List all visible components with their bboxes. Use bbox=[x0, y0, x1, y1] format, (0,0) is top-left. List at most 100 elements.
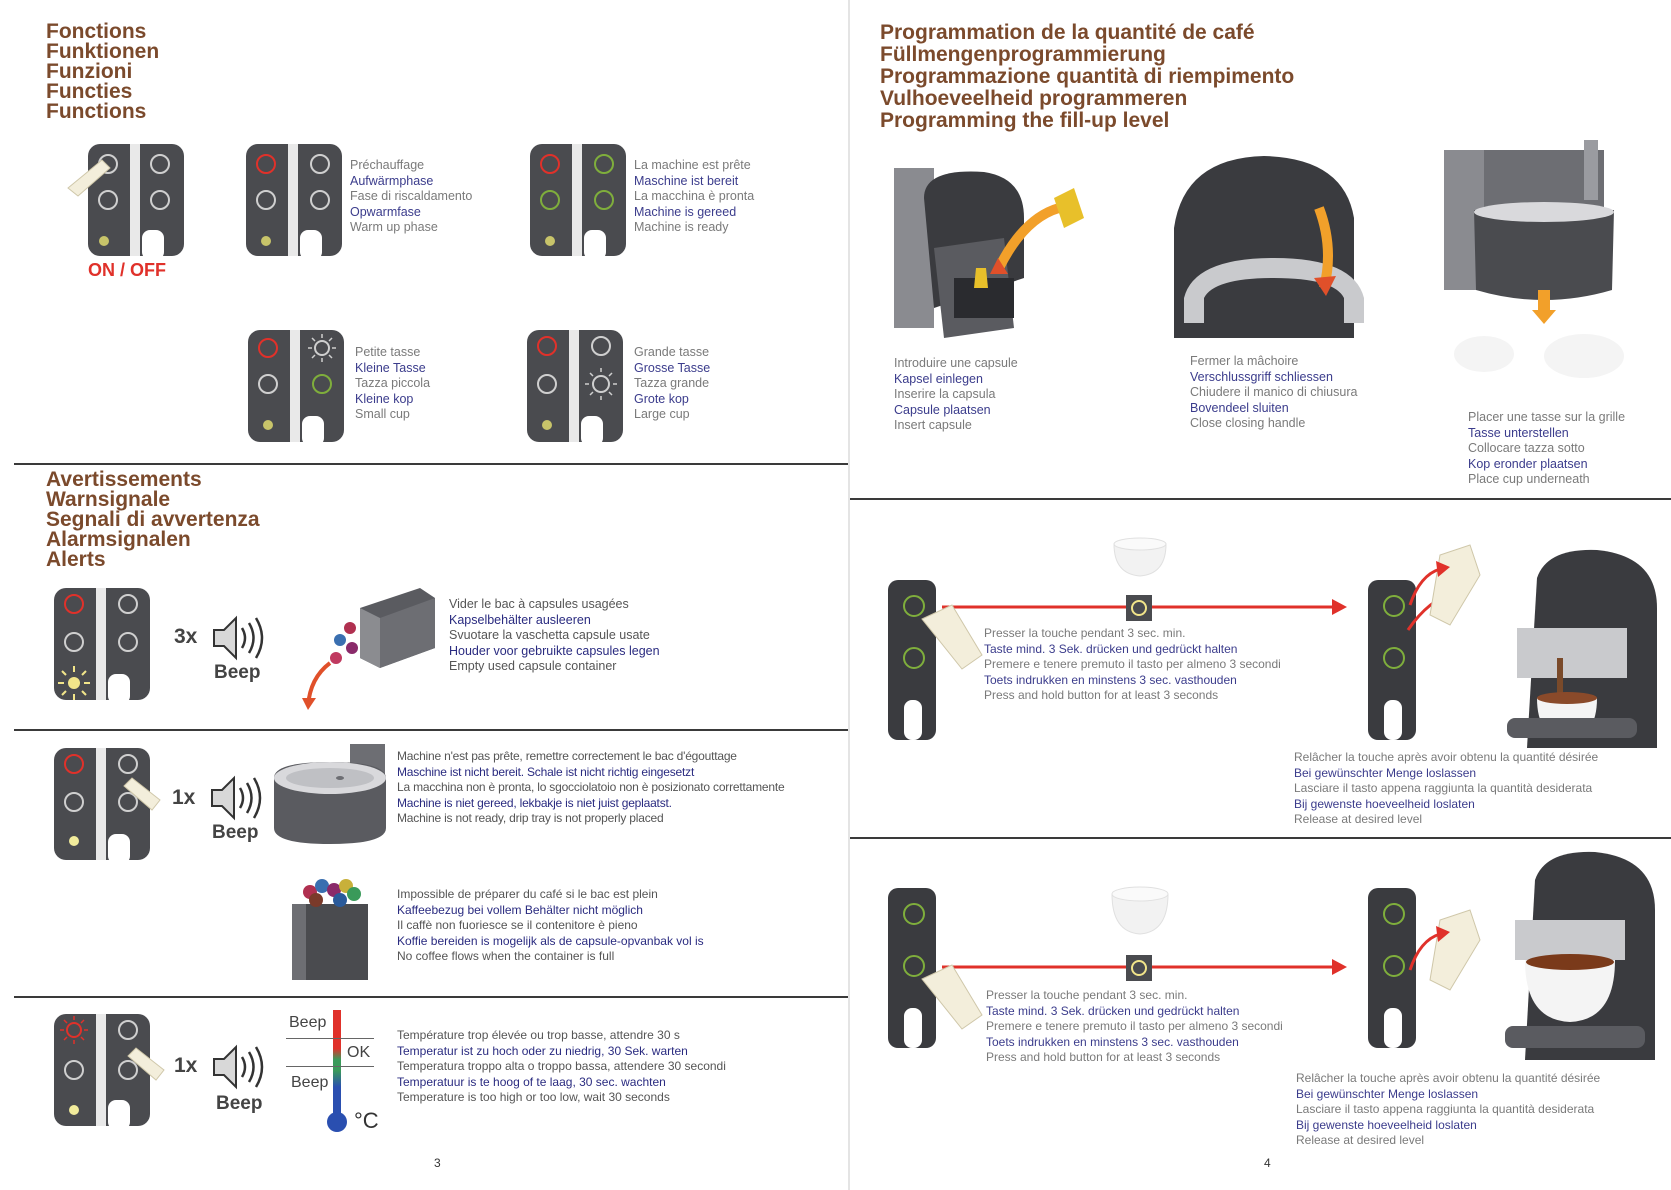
close-handle-en: Close closing handle bbox=[1190, 416, 1306, 430]
alerts-title-de: Warnsignale bbox=[46, 488, 171, 511]
insert-capsule-fr: Introduire une capsule bbox=[894, 356, 1018, 370]
place-cup-nl: Kop eronder plaatsen bbox=[1468, 456, 1588, 471]
thermo-line-top bbox=[286, 1038, 374, 1039]
functions-title-it: Funzioni bbox=[46, 60, 133, 83]
press-hold-2-nl: Toets indrukken en minstens 3 sec. vasth… bbox=[986, 1034, 1239, 1049]
functions-title-nl: Functies bbox=[46, 80, 133, 103]
close-handle-nl: Bovendeel sluiten bbox=[1190, 400, 1289, 415]
close-handle-it: Chiudere il manico di chiusura bbox=[1190, 385, 1358, 399]
large-cup-icon bbox=[1111, 886, 1169, 935]
large-cup-text: Grande tasse Grosse Tasse Tazza grande G… bbox=[634, 345, 710, 423]
alerts-title: Avertissements Warnsignale Segnali di av… bbox=[46, 469, 260, 571]
release-1-de: Bei gewünschter Menge loslassen bbox=[1294, 765, 1477, 780]
large-cup-it: Tazza grande bbox=[634, 376, 710, 390]
ready-fr: La machine est prête bbox=[634, 158, 751, 172]
ready-panel-icon bbox=[530, 144, 626, 260]
small-cup-panel-icon bbox=[248, 330, 344, 446]
press-arrow-line bbox=[921, 955, 1347, 1030]
alert1-en: Empty used capsule container bbox=[449, 659, 617, 673]
alerts-title-en: Alerts bbox=[46, 548, 106, 571]
alert2-it: La macchina non è pronta, lo sgocciolato… bbox=[397, 780, 785, 794]
preheat-it: Fase di riscaldamento bbox=[350, 189, 473, 203]
cup-icon bbox=[1113, 537, 1167, 577]
alert1-count: 3x bbox=[174, 625, 198, 648]
alert2-fr: Machine n'est pas prête, remettre correc… bbox=[397, 749, 737, 763]
ready-de: Maschine ist bereit bbox=[634, 173, 739, 188]
section-divider bbox=[14, 729, 848, 731]
release-1-en: Release at desired level bbox=[1294, 812, 1423, 826]
ready-nl: Machine is gereed bbox=[634, 204, 737, 219]
alert2-count: 1x bbox=[172, 786, 196, 809]
alert3-text: Impossible de préparer du café si le bac… bbox=[397, 887, 704, 965]
insert-capsule-en: Insert capsule bbox=[894, 418, 972, 432]
alert4-beep: Beep bbox=[216, 1093, 263, 1114]
large-cup-en: Large cup bbox=[634, 407, 690, 421]
ready-it: La macchina è pronta bbox=[634, 189, 755, 203]
alert2-de: Maschine ist nicht bereit. Schale ist ni… bbox=[397, 764, 695, 779]
press-hold-2-it: Premere e tenere premuto il tasto per al… bbox=[986, 1019, 1283, 1033]
release-1-text: Relâcher la touche après avoir obtenu la… bbox=[1294, 750, 1598, 828]
release-2-en: Release at desired level bbox=[1296, 1133, 1425, 1147]
release-2-it: Lasciare il tasto appena raggiunta la qu… bbox=[1296, 1102, 1595, 1116]
large-cup-de: Grosse Tasse bbox=[634, 360, 711, 375]
small-cup-en: Small cup bbox=[355, 407, 410, 421]
drip-tray-icon bbox=[274, 744, 386, 844]
alert1-it: Svuotare la vaschetta capsule usate bbox=[449, 628, 650, 642]
capsule-container-icon bbox=[302, 588, 435, 710]
release-2-fr: Relâcher la touche après avoir obtenu la… bbox=[1296, 1071, 1601, 1085]
right-page: Programmation de la quantité de café Fül… bbox=[848, 0, 1671, 1190]
alert2-text: Machine n'est pas prête, remettre correc… bbox=[397, 749, 785, 827]
thermo-beep-bottom: Beep bbox=[291, 1074, 329, 1091]
fill-level-title-en: Programming the fill-up level bbox=[880, 109, 1170, 132]
ready-en: Machine is ready bbox=[634, 220, 729, 234]
alert3-fr: Impossible de préparer du café si le bac… bbox=[397, 887, 658, 901]
button-strip-icon bbox=[888, 888, 936, 1048]
insert-capsule-nl: Capsule plaatsen bbox=[894, 402, 991, 417]
functions-title: Fonctions Funktionen Funzioni Functies F… bbox=[46, 20, 160, 122]
alert2-en: Machine is not ready, drip tray is not p… bbox=[397, 811, 664, 825]
insert-capsule-text: Introduire une capsule Kapsel einlegen I… bbox=[894, 356, 1018, 434]
machine-small-cup-illustration bbox=[1507, 549, 1657, 748]
page-number-right: 4 bbox=[1264, 1156, 1271, 1170]
fill-level-title-it: Programmazione quantità di riempimento bbox=[880, 65, 1295, 88]
functions-title-fr: Fonctions bbox=[46, 20, 147, 43]
section-divider bbox=[850, 837, 1671, 839]
release-1-it: Lasciare il tasto appena raggiunta la qu… bbox=[1294, 781, 1593, 795]
section-divider bbox=[14, 463, 848, 465]
small-cup-text: Petite tasse Kleine Tasse Tazza piccola … bbox=[355, 345, 430, 423]
large-cup-fr: Grande tasse bbox=[634, 345, 710, 359]
fill-level-title-de: Füllmengenprogrammierung bbox=[880, 43, 1166, 66]
on-off-panel-icon bbox=[67, 144, 184, 260]
alert1-beep: Beep bbox=[214, 662, 261, 683]
speaker-icon bbox=[213, 1044, 264, 1090]
alert2-beep: Beep bbox=[212, 822, 259, 843]
fill-level-title-nl: Vulhoeveelheid programmeren bbox=[880, 87, 1188, 110]
preheat-nl: Opwarmfase bbox=[350, 204, 421, 219]
close-handle-text: Fermer la mâchoire Verschlussgriff schli… bbox=[1190, 354, 1357, 432]
small-cup-it: Tazza piccola bbox=[355, 376, 431, 390]
small-cup-nl: Kleine kop bbox=[355, 391, 414, 406]
press-hold-1-de: Taste mind. 3 Sek. drücken und gedrückt … bbox=[984, 641, 1238, 656]
alert4-nl: Temperatuur is te hoog of te laag, 30 se… bbox=[397, 1074, 666, 1089]
place-cup-fr: Placer une tasse sur la grille bbox=[1468, 410, 1626, 424]
functions-title-de: Funktionen bbox=[46, 40, 160, 63]
press-hold-2-en: Press and hold button for at least 3 sec… bbox=[986, 1050, 1221, 1064]
close-handle-fr: Fermer la mâchoire bbox=[1190, 354, 1299, 368]
alert1-fr: Vider le bac à capsules usagées bbox=[449, 597, 629, 611]
press-hold-2-de: Taste mind. 3 Sek. drücken und gedrückt … bbox=[986, 1003, 1240, 1018]
release-2-de: Bei gewünschter Menge loslassen bbox=[1296, 1086, 1479, 1101]
alerts-title-nl: Alarmsignalen bbox=[46, 528, 191, 551]
on-off-label: ON / OFF bbox=[88, 260, 166, 280]
section-divider bbox=[850, 498, 1671, 500]
place-cup-text: Placer une tasse sur la grille Tasse unt… bbox=[1468, 410, 1625, 488]
alert1-de: Kapselbehälter ausleeren bbox=[449, 612, 591, 627]
alert3-en: No coffee flows when the container is fu… bbox=[397, 949, 615, 963]
left-page: Fonctions Funktionen Funzioni Functies F… bbox=[14, 20, 848, 1170]
page-number-left: 3 bbox=[434, 1156, 441, 1170]
release-2-text: Relâcher la touche après avoir obtenu la… bbox=[1296, 1071, 1600, 1149]
small-cup-fr: Petite tasse bbox=[355, 345, 421, 359]
preheat-fr: Préchauffage bbox=[350, 158, 425, 172]
section-divider bbox=[14, 996, 848, 998]
alert4-it: Temperatura troppo alta o troppo bassa, … bbox=[397, 1059, 726, 1073]
alerts-title-it: Segnali di avvertenza bbox=[46, 508, 260, 531]
